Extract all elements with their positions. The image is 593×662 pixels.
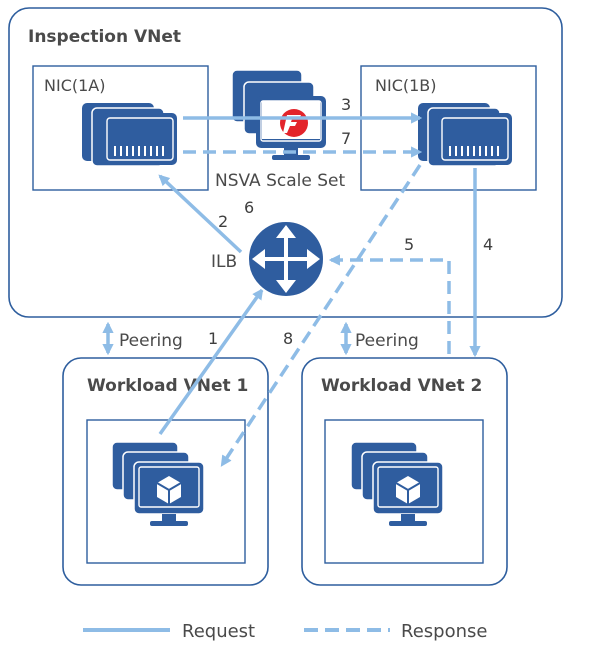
workload-vnet-2-box (301, 357, 508, 586)
workload-vnet-2-title: Workload VNet 2 (321, 376, 482, 396)
nic-1a-box (32, 65, 209, 191)
peering-left-label: Peering (119, 331, 183, 351)
workload-1-vm-icon (111, 441, 205, 526)
workload-vnet-1-title: Workload VNet 1 (87, 376, 248, 396)
nic-1b-server-icon (418, 103, 513, 167)
flow-4-number: 4 (483, 235, 493, 254)
router-icon (247, 220, 325, 298)
nic-1a-server-icon (82, 103, 178, 167)
workload-vnet-1-inner-box (86, 419, 246, 564)
flow-5-number: 5 (404, 235, 414, 254)
workload-vnet-1-box (62, 357, 269, 586)
workload-2-vm-icon (350, 441, 444, 526)
request-arrows (158, 112, 481, 436)
flow-1-arrow (158, 288, 264, 436)
flow-6-number: 6 (244, 198, 254, 217)
security-logo-icon (280, 109, 308, 137)
workload-vnet-2-inner-box (324, 419, 484, 564)
peering-right-label: Peering (355, 331, 419, 351)
nsva-scale-set-label: NSVA Scale Set (215, 171, 345, 191)
flow-7-number: 7 (341, 129, 351, 148)
legend: Request Response (83, 621, 487, 642)
nic-1b-label: NIC(1B) (375, 76, 437, 95)
flow-2-number: 2 (218, 212, 228, 231)
legend-response-label: Response (401, 621, 487, 642)
inspection-vnet-title: Inspection VNet (28, 27, 181, 47)
flow-2-arrow (158, 174, 243, 254)
flow-1-number: 1 (208, 329, 218, 348)
nic-1b-box (360, 65, 537, 191)
ilb-label: ILB (211, 252, 237, 272)
legend-request-label: Request (182, 621, 255, 642)
flow-8-number: 8 (283, 329, 293, 348)
nsva-scale-set-monitor-icon (231, 69, 327, 161)
cube-icon (156, 476, 182, 504)
cube-icon (395, 476, 421, 504)
flow-3-number: 3 (341, 95, 351, 114)
flow-5-arrow (328, 254, 451, 354)
nic-1a-label: NIC(1A) (44, 76, 105, 95)
peering-arrows (102, 321, 352, 356)
response-arrows (183, 146, 451, 467)
inspection-vnet-box (8, 7, 563, 318)
